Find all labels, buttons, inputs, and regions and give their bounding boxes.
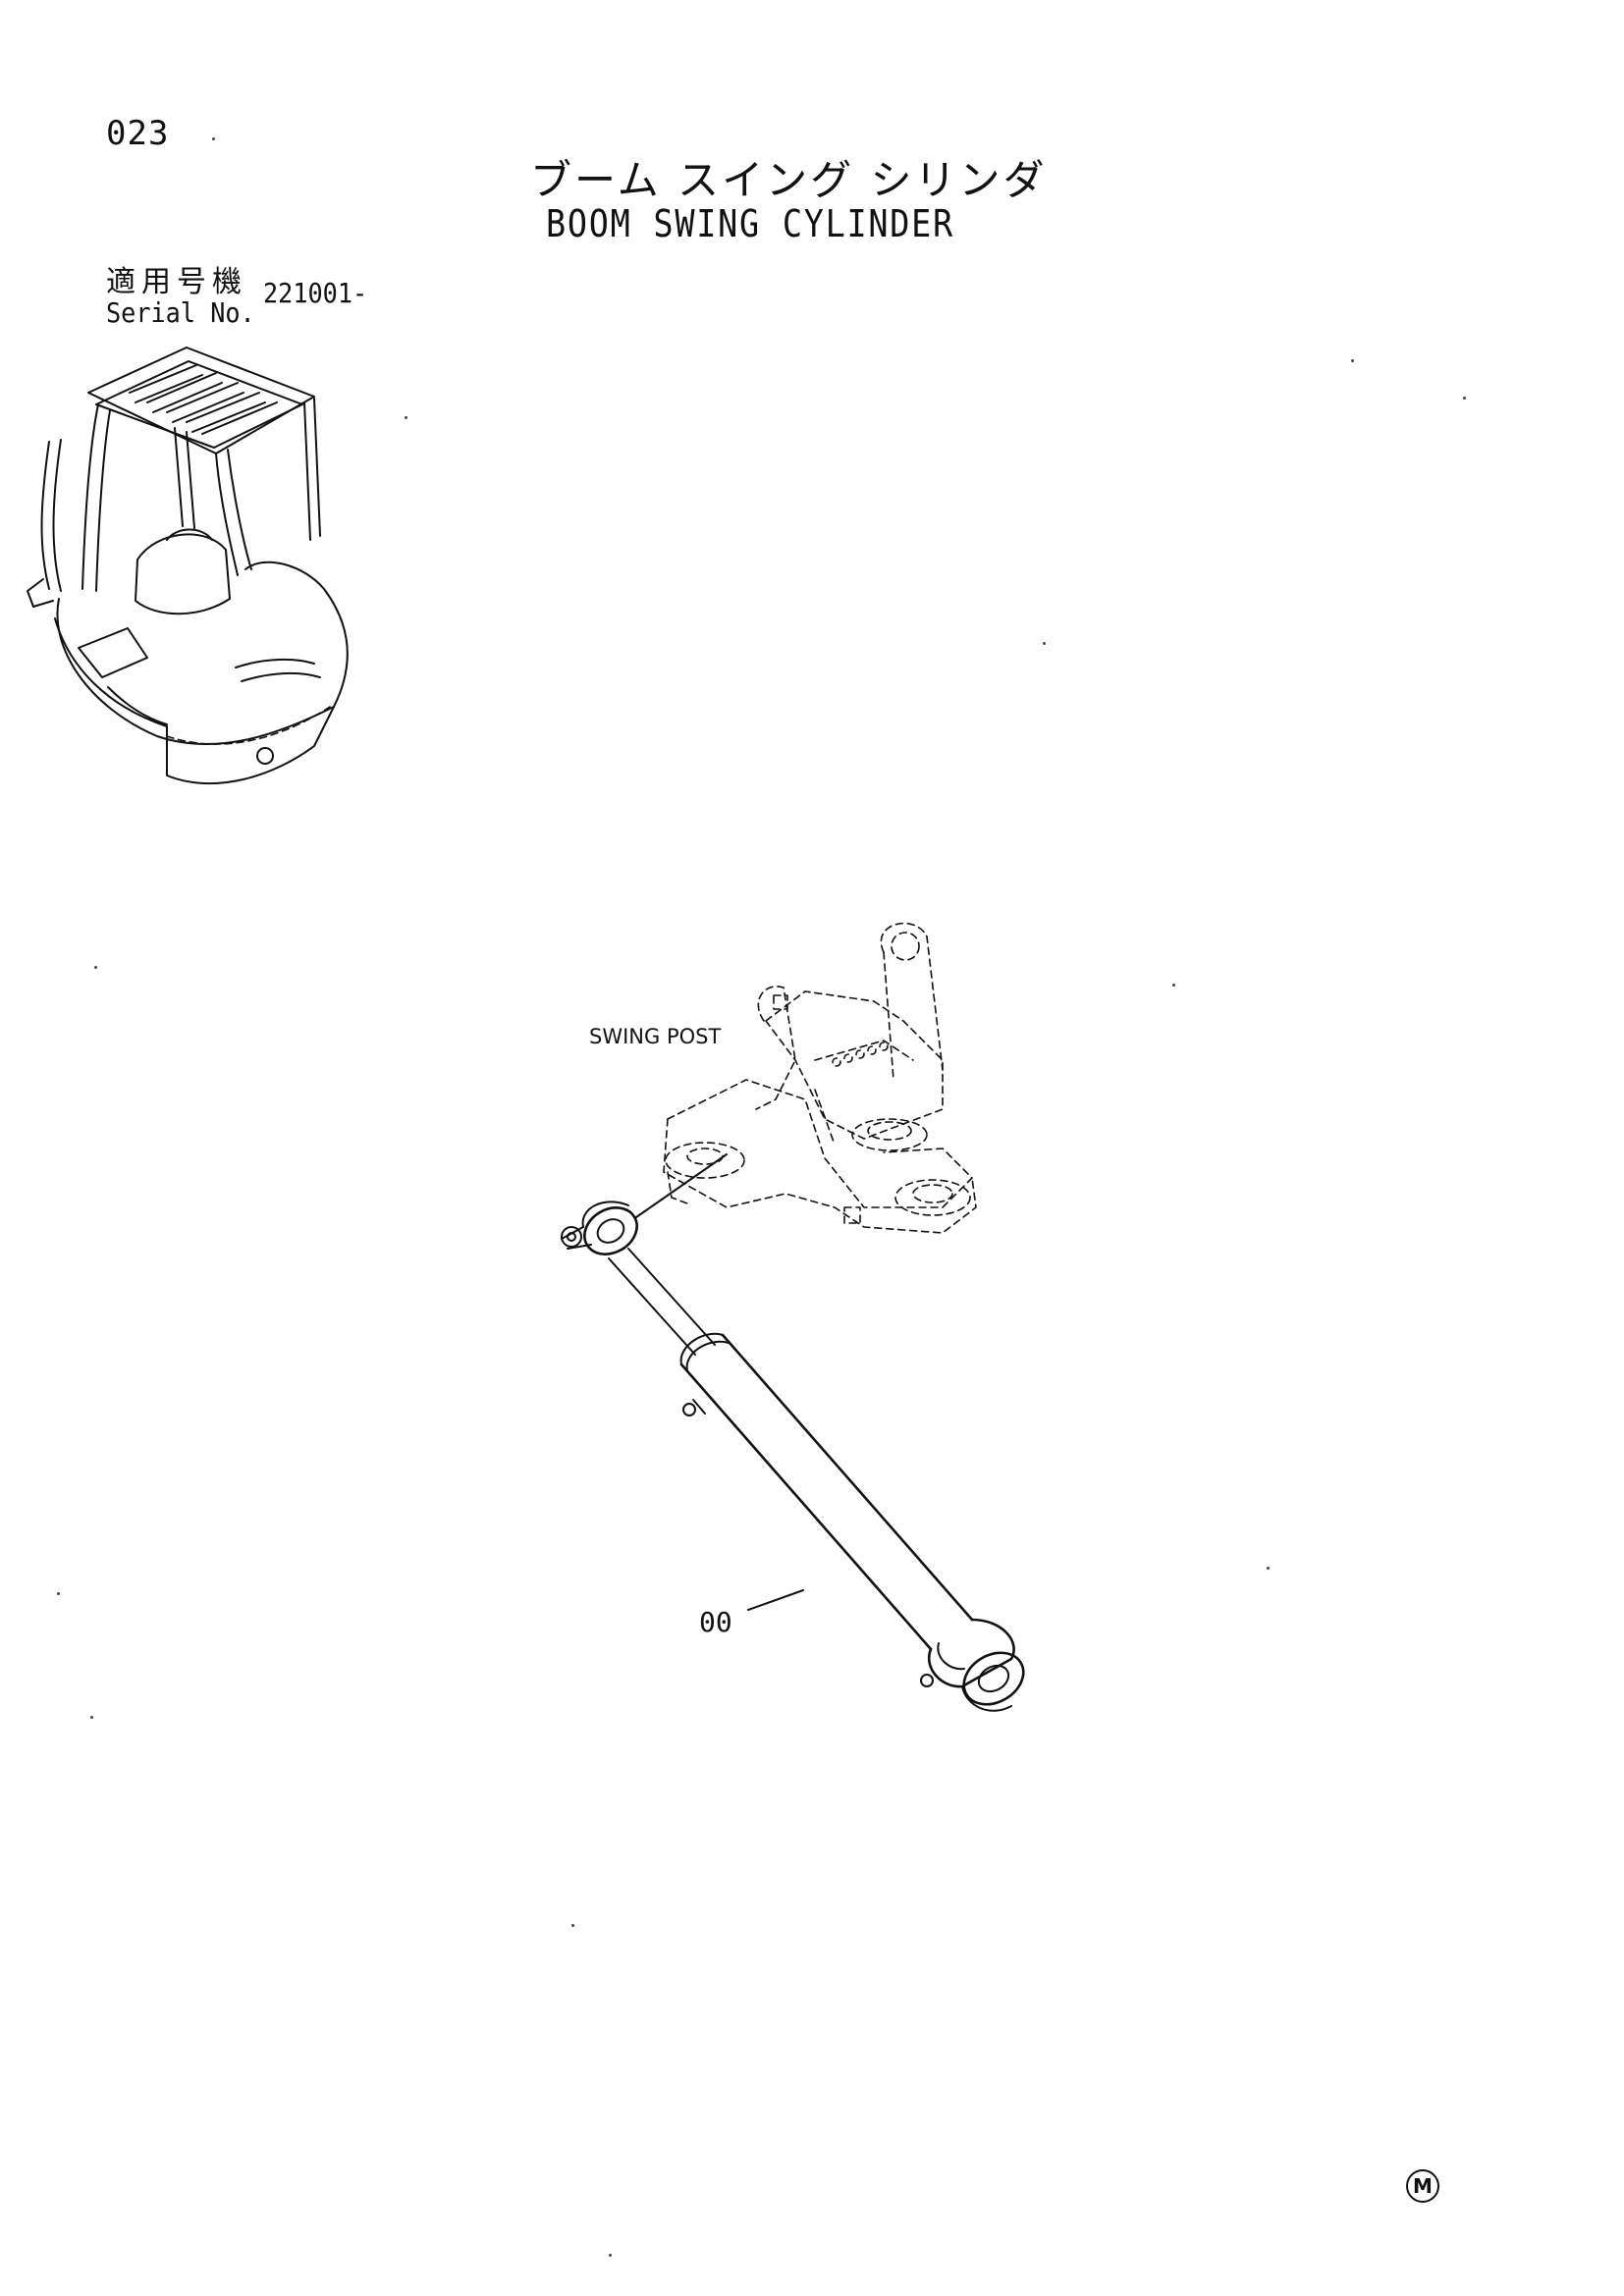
- page-number: 023: [106, 114, 170, 153]
- scan-speck: [1172, 984, 1175, 987]
- scan-speck: [1043, 642, 1046, 645]
- boom-swing-cylinder-illustration: [561, 1153, 1025, 1712]
- scan-speck: [405, 416, 407, 419]
- serial-label-english: Serial No.: [106, 296, 255, 329]
- scan-speck: [1463, 397, 1466, 400]
- excavator-overview-illustration: [27, 347, 349, 784]
- scan-speck: [571, 1924, 574, 1927]
- scan-speck: [94, 966, 97, 969]
- scan-speck: [1351, 359, 1354, 362]
- page-title-japanese: ブーム スイング シリンダ: [530, 156, 1048, 204]
- callout-item-00: 00: [699, 1606, 732, 1638]
- scan-speck: [212, 137, 215, 140]
- circled-m-mark: M: [1406, 2169, 1439, 2203]
- page-title-english: BOOM SWING CYLINDER: [546, 202, 954, 245]
- serial-number-value: 221001-: [263, 277, 368, 309]
- scan-speck: [1267, 1567, 1270, 1570]
- scan-speck: [90, 1716, 93, 1719]
- scan-speck: [57, 1592, 60, 1595]
- swing-post-illustration: [663, 922, 977, 1234]
- callout-swing-post: SWING POST: [589, 1025, 722, 1048]
- scan-speck: [609, 2254, 612, 2257]
- serial-label-japanese: 適用号機: [106, 265, 247, 299]
